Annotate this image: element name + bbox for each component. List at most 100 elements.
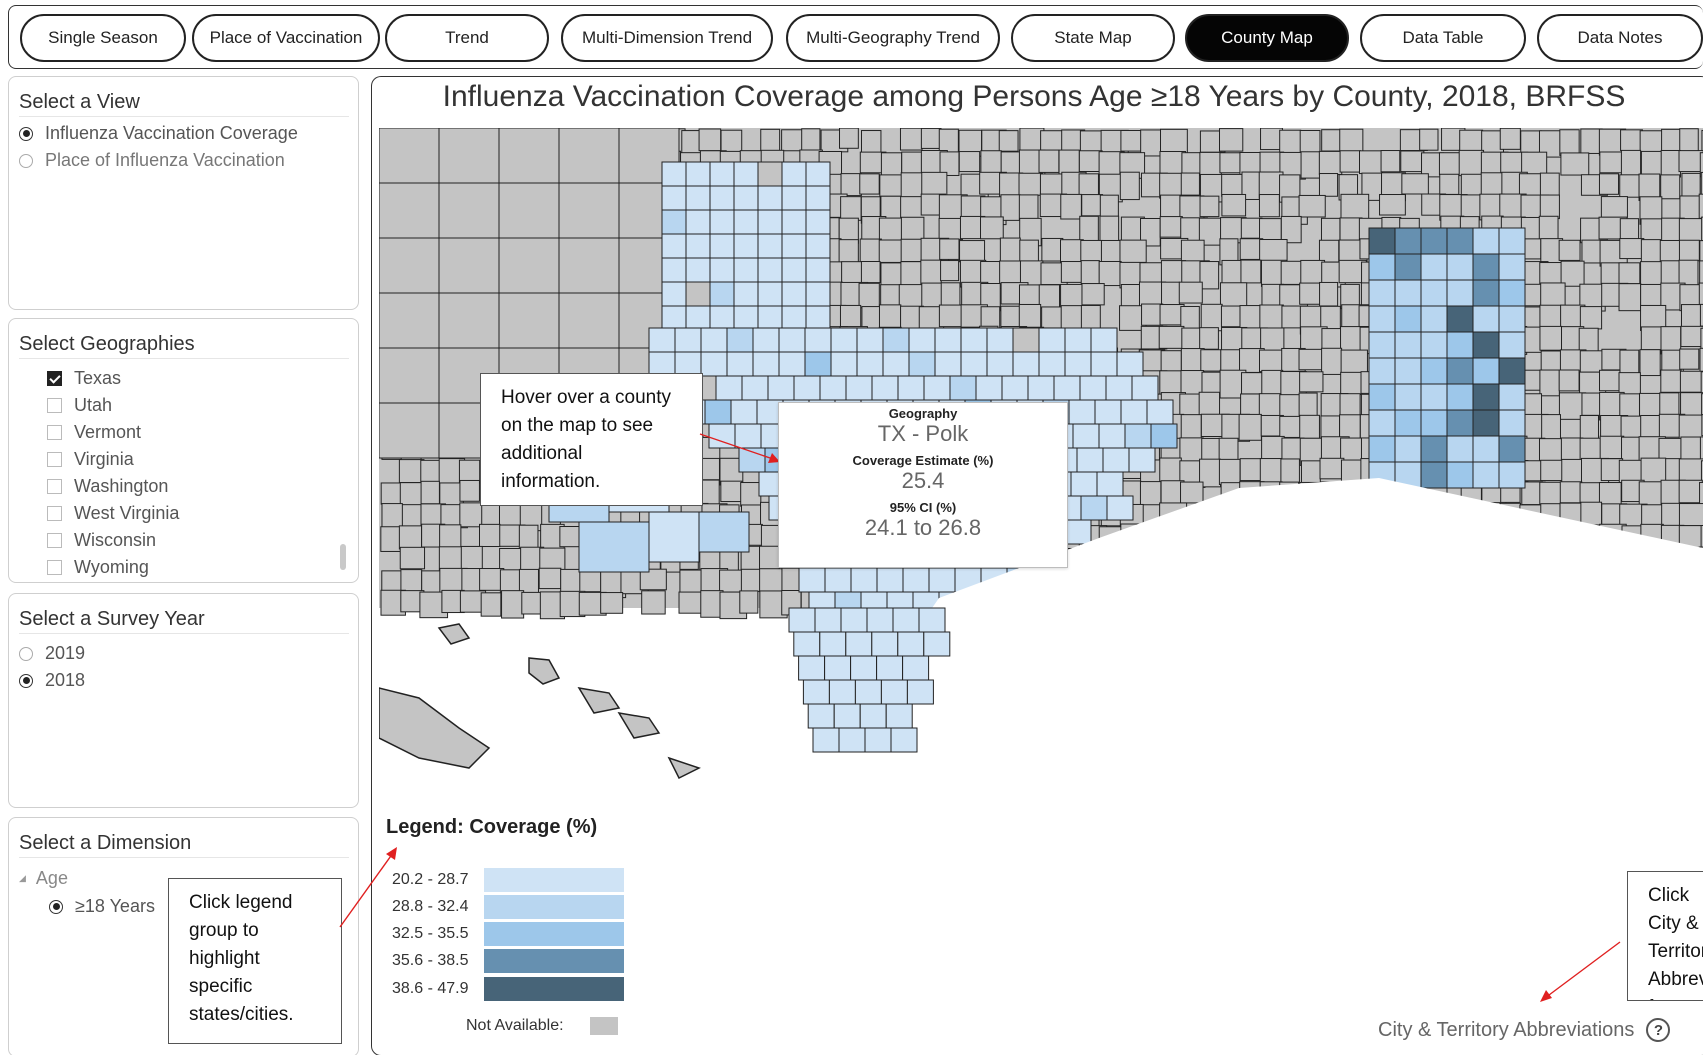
county[interactable]: [1159, 457, 1182, 484]
county[interactable]: [1140, 129, 1164, 157]
county-alabama[interactable]: [1472, 383, 1500, 411]
county-alabama[interactable]: [1498, 279, 1526, 307]
county-texas[interactable]: [709, 161, 735, 187]
county-texas[interactable]: [781, 161, 807, 187]
county[interactable]: [1320, 217, 1341, 242]
county[interactable]: [1598, 482, 1622, 505]
county[interactable]: [1419, 128, 1439, 151]
county[interactable]: [559, 526, 581, 548]
county[interactable]: [438, 292, 500, 349]
county-texas[interactable]: [856, 327, 884, 353]
geo-option-texas[interactable]: Texas: [47, 368, 121, 389]
county-texas[interactable]: [661, 185, 687, 211]
county[interactable]: [1198, 391, 1221, 418]
county-texas[interactable]: [733, 185, 759, 211]
county-alabama[interactable]: [1420, 253, 1448, 281]
county-alabama[interactable]: [1472, 357, 1500, 385]
county-texas[interactable]: [788, 607, 816, 633]
county[interactable]: [1558, 239, 1581, 261]
county[interactable]: [980, 216, 1004, 240]
county[interactable]: [498, 292, 560, 349]
county[interactable]: [1321, 129, 1342, 152]
county-texas[interactable]: [726, 327, 754, 353]
county-texas[interactable]: [838, 727, 866, 753]
county-alabama[interactable]: [1498, 409, 1526, 437]
county[interactable]: [1680, 392, 1703, 418]
legend-item[interactable]: 20.2 - 28.7: [392, 868, 624, 892]
county[interactable]: [1640, 457, 1667, 484]
county[interactable]: [379, 292, 440, 349]
county-texas[interactable]: [781, 281, 807, 307]
county-alabama[interactable]: [1368, 305, 1396, 333]
county[interactable]: [1260, 128, 1283, 151]
county-texas[interactable]: [1027, 375, 1055, 401]
county-texas[interactable]: [757, 161, 783, 187]
county[interactable]: [1700, 460, 1703, 485]
county[interactable]: [1300, 259, 1326, 286]
county[interactable]: [1199, 261, 1220, 290]
county-alabama[interactable]: [1368, 227, 1396, 255]
county[interactable]: [860, 130, 882, 155]
county[interactable]: [838, 239, 859, 266]
county-texas[interactable]: [661, 281, 687, 307]
county-texas[interactable]: [752, 327, 780, 353]
county-texas[interactable]: [897, 375, 925, 401]
county-alabama[interactable]: [1394, 357, 1422, 385]
county-alabama[interactable]: [1498, 357, 1526, 385]
legend-swatch[interactable]: [484, 895, 624, 919]
county[interactable]: [840, 196, 862, 221]
county[interactable]: [1339, 128, 1364, 153]
county-alabama[interactable]: [1368, 331, 1396, 359]
county-texas[interactable]: [733, 209, 759, 235]
county[interactable]: [1180, 481, 1204, 504]
county-texas[interactable]: [709, 209, 735, 235]
county-alabama[interactable]: [1446, 435, 1474, 463]
county[interactable]: [1639, 349, 1661, 377]
county[interactable]: [1619, 238, 1645, 260]
county[interactable]: [739, 590, 759, 614]
county[interactable]: [439, 524, 462, 551]
county-texas[interactable]: [1064, 351, 1092, 377]
county[interactable]: [1240, 259, 1262, 284]
county-texas[interactable]: [1124, 423, 1152, 449]
county-texas[interactable]: [661, 305, 687, 331]
county[interactable]: [1599, 369, 1621, 392]
county[interactable]: [1538, 438, 1565, 463]
county[interactable]: [1539, 325, 1563, 351]
county[interactable]: [899, 128, 923, 151]
county-texas[interactable]: [685, 305, 711, 331]
county-texas[interactable]: [928, 567, 956, 593]
tab-single-season[interactable]: Single Season: [20, 14, 186, 62]
county[interactable]: [1340, 193, 1370, 222]
county[interactable]: [1120, 284, 1143, 308]
county[interactable]: [879, 174, 903, 197]
county[interactable]: [1221, 193, 1247, 217]
county-texas[interactable]: [778, 327, 806, 353]
county-texas[interactable]: [824, 655, 852, 681]
county-texas[interactable]: [949, 375, 977, 401]
county-texas[interactable]: [880, 679, 908, 705]
county-texas[interactable]: [1064, 519, 1092, 545]
county-texas[interactable]: [1001, 375, 1029, 401]
county[interactable]: [1700, 171, 1703, 198]
county-texas[interactable]: [885, 703, 913, 729]
county-texas[interactable]: [908, 351, 936, 377]
county-texas[interactable]: [778, 351, 806, 377]
county-texas[interactable]: [726, 351, 754, 377]
county[interactable]: [920, 128, 942, 149]
county-texas[interactable]: [1146, 399, 1174, 425]
county-texas[interactable]: [781, 305, 807, 331]
county-texas[interactable]: [661, 209, 687, 235]
county-alabama[interactable]: [1446, 331, 1474, 359]
county-texas[interactable]: [871, 375, 899, 401]
county[interactable]: [939, 238, 960, 260]
county[interactable]: [938, 128, 959, 154]
county-texas[interactable]: [752, 351, 780, 377]
county[interactable]: [1679, 128, 1699, 153]
county-texas[interactable]: [1012, 327, 1040, 353]
county-texas[interactable]: [804, 327, 832, 353]
county-alabama[interactable]: [1394, 383, 1422, 411]
county[interactable]: [1159, 370, 1185, 397]
county[interactable]: [958, 151, 981, 173]
county[interactable]: [379, 402, 440, 459]
